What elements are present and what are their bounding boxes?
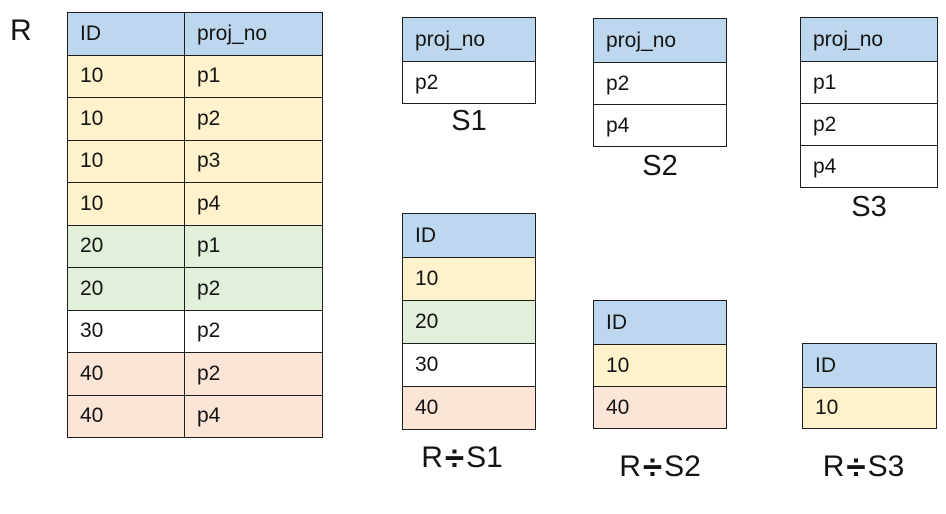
dividend-name: R (619, 450, 641, 483)
table-cell: 30 (402, 343, 536, 387)
table-cell: 40 (593, 386, 727, 429)
column-header: ID (67, 12, 185, 56)
table-row: p4 (800, 145, 938, 188)
table-row: p2 (800, 103, 938, 146)
table-cell: p1 (184, 224, 323, 268)
divide-operator-icon: ÷ (444, 439, 465, 478)
table-row: 10 (802, 387, 937, 429)
column-header: proj_no (402, 17, 536, 62)
header-row: proj_no (800, 17, 938, 62)
table-cell: 10 (67, 182, 185, 226)
table-cell: p2 (593, 62, 727, 105)
table-cell: 10 (402, 257, 536, 301)
table-cell: p4 (593, 104, 727, 147)
table-cell: 20 (402, 300, 536, 344)
table-cell: p2 (800, 103, 938, 146)
header-row: ID (402, 213, 536, 258)
r-div-s1-label: R÷S1 (395, 439, 529, 479)
column-header: ID (802, 343, 937, 388)
table-row: 10 (402, 257, 536, 301)
table-row: p2 (593, 62, 727, 105)
column-header: ID (593, 300, 727, 345)
dividend-name: R (822, 450, 845, 483)
table-cell: 20 (67, 267, 185, 311)
table-cell: p2 (184, 267, 323, 311)
table-s3-label: S3 (851, 191, 887, 223)
table-cell: p2 (402, 61, 536, 104)
table-cell: p4 (184, 394, 323, 438)
table-row: p1 (800, 61, 938, 104)
header-row: ID (593, 300, 727, 345)
table-row: p4 (593, 104, 727, 147)
table-row: 10 (593, 344, 727, 387)
header-row: proj_no (402, 17, 536, 62)
table-row: 20 (402, 300, 536, 344)
table-cell: p3 (184, 139, 323, 183)
table-cell: p4 (184, 182, 323, 226)
table-row: 40 (593, 386, 727, 429)
table-cell: 10 (67, 97, 185, 141)
table-cell: p1 (800, 61, 938, 104)
table-cell: p1 (184, 54, 323, 98)
table-cell: 40 (67, 352, 185, 396)
table-cell: 20 (67, 224, 185, 268)
table-r-label: R (10, 14, 32, 47)
table-row: 40 (402, 386, 536, 430)
table-row: p2 (402, 61, 536, 104)
table-cell: 40 (67, 394, 185, 438)
table-cell: 10 (67, 54, 185, 98)
dividend-name: R (421, 441, 443, 474)
column-header: ID (402, 213, 536, 258)
table-s1-label: S1 (451, 105, 487, 137)
header-row: proj_no (593, 18, 727, 63)
table-cell: 30 (67, 309, 185, 353)
divisor-name: S3 (867, 450, 905, 483)
r-div-s3-label: R÷S3 (796, 448, 931, 488)
table-cell: p2 (184, 309, 323, 353)
column-header: proj_no (593, 18, 727, 63)
table-cell: p4 (800, 145, 938, 188)
divide-operator-icon: ÷ (642, 448, 663, 487)
header-row: ID (802, 343, 937, 388)
divisor-name: S2 (664, 450, 701, 483)
table-cell: 10 (593, 344, 727, 387)
table-cell: 40 (402, 386, 536, 430)
table-cell: 10 (67, 139, 185, 183)
r-div-s2-label: R÷S2 (593, 448, 727, 488)
divisor-name: S1 (466, 441, 503, 474)
table-cell: p2 (184, 97, 323, 141)
table-cell: p2 (184, 352, 323, 396)
table-cell: 10 (802, 387, 937, 429)
table-s2-label: S2 (642, 150, 678, 182)
column-header: proj_no (184, 12, 323, 56)
column-header: proj_no (800, 17, 938, 62)
divide-operator-icon: ÷ (846, 448, 866, 487)
table-row: 30 (402, 343, 536, 387)
